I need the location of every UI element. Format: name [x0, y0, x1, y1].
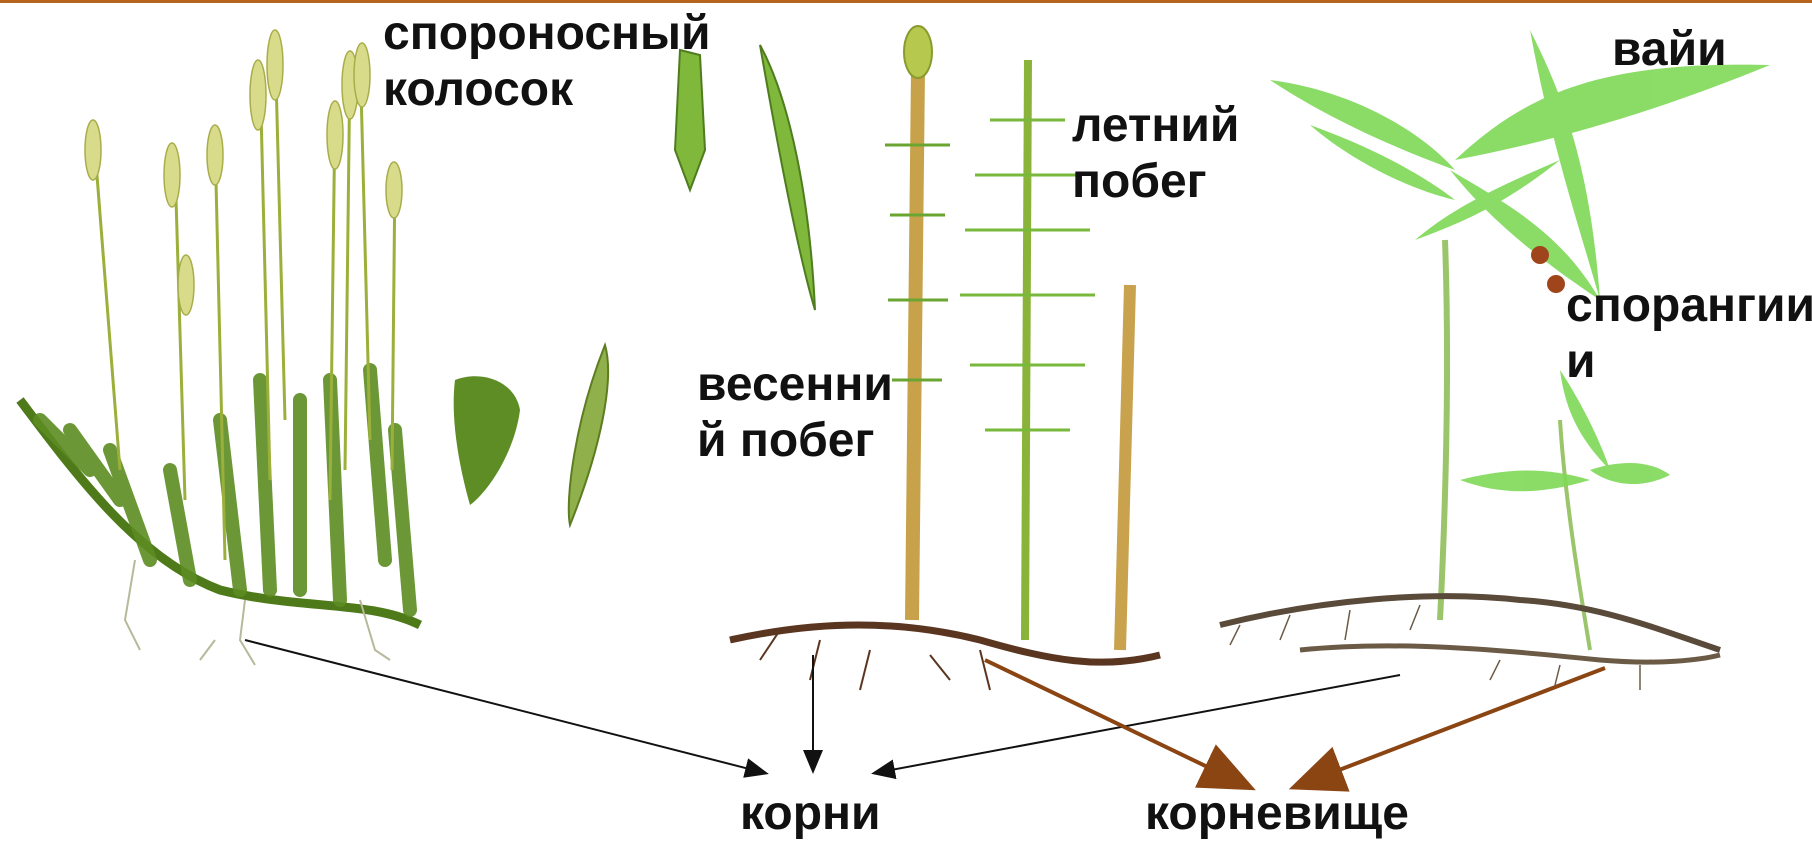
label-sporangia: спорангии и — [1566, 278, 1812, 390]
label-spring-shoot-line1: весенни — [697, 357, 893, 413]
arrow-clubmoss-roots — [245, 640, 765, 773]
arrow-horsetail-rhizome — [985, 660, 1245, 785]
rhizome-arrows — [985, 660, 1605, 785]
label-summer-shoot-line1: летний — [1072, 98, 1239, 154]
club-moss-illustration — [20, 30, 608, 665]
sporangium-dot — [1531, 246, 1549, 264]
label-sporangia-line1: спорангии — [1566, 278, 1812, 334]
label-summer-shoot-line2: побег — [1072, 154, 1239, 210]
label-rhizome: корневище — [1145, 786, 1409, 842]
label-spring-shoot: весенни й побег — [697, 357, 893, 469]
root-arrows — [245, 640, 1400, 773]
label-strobilus: спороносный колосок — [383, 6, 711, 118]
label-roots: корни — [740, 786, 881, 842]
label-summer-shoot: летний побег — [1072, 98, 1239, 210]
sporangium-dot — [1547, 275, 1565, 293]
arrow-fern-roots — [875, 675, 1400, 773]
label-strobilus-line1: спороносный — [383, 6, 711, 62]
label-strobilus-line2: колосок — [383, 62, 711, 118]
label-sporangia-line2: и — [1566, 334, 1812, 390]
label-spring-shoot-line2: й побег — [697, 413, 893, 469]
label-fronds: вайи — [1612, 22, 1727, 78]
